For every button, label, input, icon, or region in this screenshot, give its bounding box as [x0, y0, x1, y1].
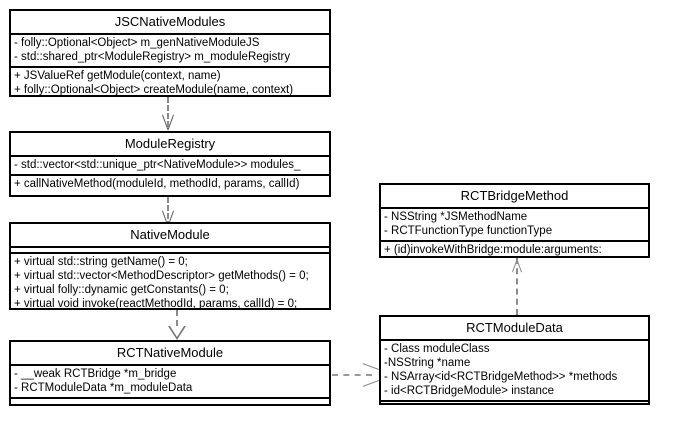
- class-box-rct-module-data[interactable]: RCTModuleData - Class moduleClass -NSStr…: [379, 315, 650, 405]
- attributes-compartment-empty: [11, 246, 329, 252]
- operation-row: + virtual folly::dynamic getConstants() …: [14, 284, 229, 296]
- attributes-compartment: - __weak RCTBridge *m_bridge - RCTModule…: [11, 364, 329, 397]
- operation-row: + JSValueRef getModule(context, name): [14, 70, 221, 82]
- attribute-row: - Class moduleClass: [384, 343, 490, 355]
- class-name-jsc-native-modules: JSCNativeModules: [114, 14, 226, 29]
- class-box-jsc-native-modules[interactable]: JSCNativeModules - folly::Optional<Objec…: [9, 9, 331, 97]
- operation-row: + callNativeMethod(moduleId, methodId, p…: [14, 178, 300, 190]
- attribute-row: - __weak RCTBridge *m_bridge: [14, 368, 177, 380]
- operation-row: + virtual std::string getName() = 0;: [14, 256, 188, 268]
- attributes-compartment: - NSString *JSMethodName - RCTFunctionTy…: [381, 207, 648, 240]
- operation-row: + virtual std::vector<MethodDescriptor> …: [14, 270, 309, 282]
- attribute-row: - RCTFunctionType functionType: [384, 225, 553, 237]
- class-name-module-registry: ModuleRegistry: [124, 136, 216, 151]
- dependency-line-rctnativemodule-rctmoduledata: [332, 374, 372, 376]
- dependency-line-jsc-registry: [167, 97, 169, 127]
- operation-row: + (id)invokeWithBridge:module:arguments:: [384, 244, 602, 256]
- class-box-rct-native-module[interactable]: RCTNativeModule - __weak RCTBridge *m_br…: [9, 340, 331, 406]
- attribute-row: - RCTModuleData *m_moduleData: [14, 382, 193, 394]
- operations-compartment-empty: [11, 397, 329, 403]
- attribute-row: - folly::Optional<Object> m_genNativeMod…: [14, 37, 260, 49]
- operation-row: + virtual void invoke(reactMethodId, par…: [14, 298, 298, 310]
- operations-compartment-empty: [381, 400, 648, 406]
- attribute-row: - NSString *JSMethodName: [384, 211, 528, 223]
- attribute-row: - NSArray<id<RCTBridgeMethod>> *methods: [384, 371, 618, 383]
- dependency-line-rctmoduledata-rctbridgemethod: [516, 258, 518, 315]
- attribute-row: -NSString *name: [384, 357, 471, 369]
- open-v-arrowhead-icon: [161, 115, 175, 129]
- operations-compartment: + callNativeMethod(moduleId, methodId, p…: [11, 174, 329, 193]
- class-name-rct-module-data: RCTModuleData: [466, 320, 563, 335]
- operations-compartment: + (id)invokeWithBridge:module:arguments:: [381, 240, 648, 259]
- hollow-triangle-arrowhead-icon: [168, 326, 186, 340]
- attribute-row: - std::vector<std::unique_ptr<NativeModu…: [14, 159, 301, 171]
- class-box-native-module[interactable]: NativeModule + virtual std::string getNa…: [9, 222, 331, 310]
- class-name-rct-native-module: RCTNativeModule: [116, 345, 224, 360]
- operation-row: + folly::Optional<Object> createModule(n…: [14, 84, 294, 96]
- attribute-row: - id<RCTBridgeModule> instance: [384, 385, 555, 397]
- operations-compartment: + virtual std::string getName() = 0; + v…: [11, 252, 329, 313]
- open-arrowhead-icon: [362, 368, 376, 382]
- attributes-compartment: - Class moduleClass -NSString *name - NS…: [381, 339, 648, 400]
- realization-line-nativemodule-rctnativemodule: [176, 310, 178, 326]
- open-arrowhead-icon: [511, 258, 523, 272]
- class-box-module-registry[interactable]: ModuleRegistry - std::vector<std::unique…: [9, 131, 331, 197]
- attributes-compartment: - folly::Optional<Object> m_genNativeMod…: [11, 33, 329, 66]
- class-name-native-module: NativeModule: [130, 227, 210, 242]
- operations-compartment: + JSValueRef getModule(context, name) + …: [11, 66, 329, 99]
- attributes-compartment: - std::vector<std::unique_ptr<NativeModu…: [11, 155, 329, 174]
- attribute-row: - std::shared_ptr<ModuleRegistry> m_modu…: [14, 51, 291, 63]
- class-name-rct-bridge-method: RCTBridgeMethod: [460, 188, 569, 203]
- class-box-rct-bridge-method[interactable]: RCTBridgeMethod - NSString *JSMethodName…: [379, 183, 650, 258]
